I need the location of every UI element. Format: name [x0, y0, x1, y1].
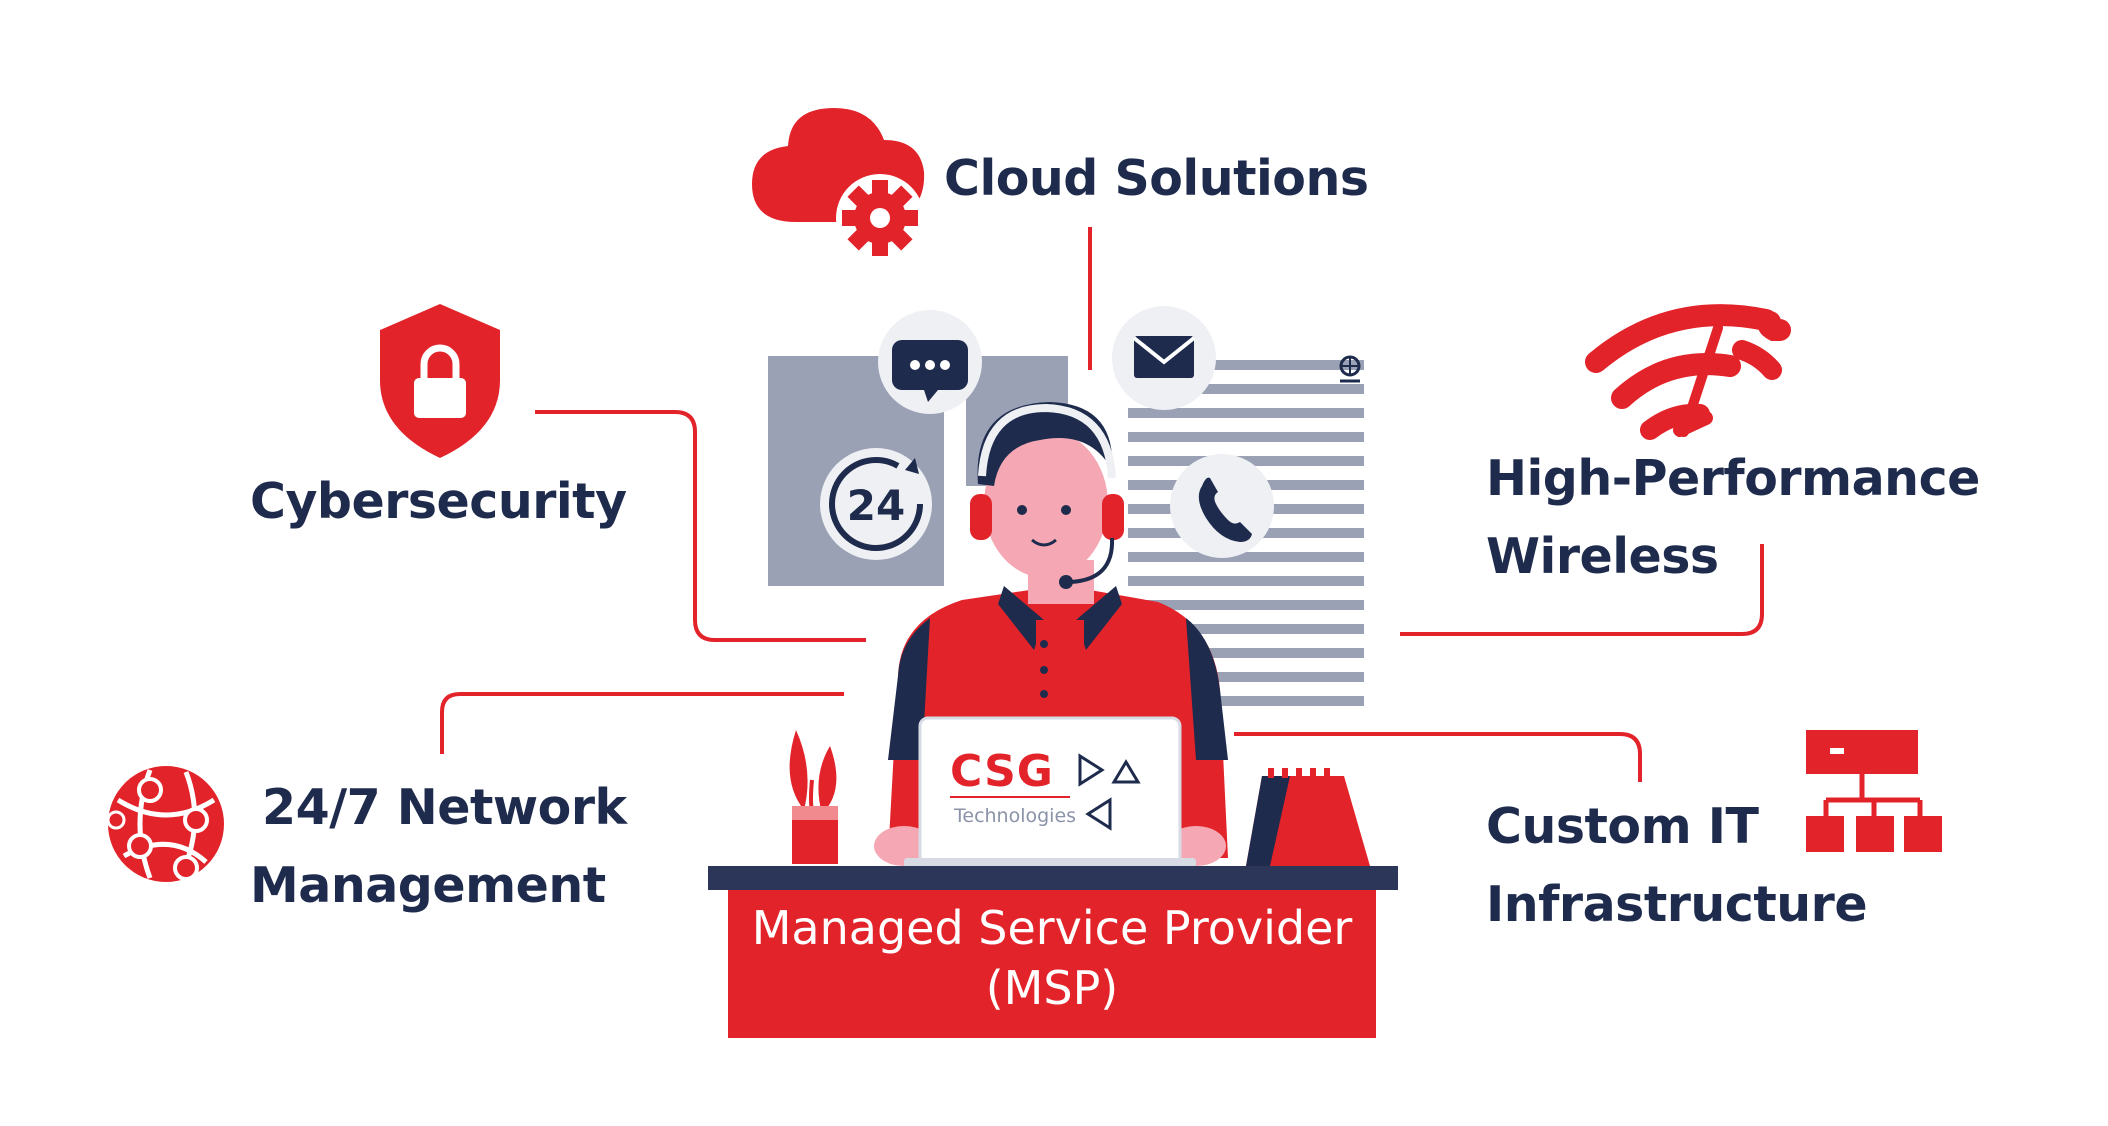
cloud-line1: Cloud Solutions	[944, 150, 1369, 207]
label-cybersecurity: Cybersecurity	[250, 463, 627, 541]
wireless-line1: High-Performance	[1486, 450, 1980, 507]
label-network-management: 24/7 Network Management	[250, 769, 627, 925]
label-high-performance-wireless: High-Performance Wireless	[1486, 440, 1980, 596]
wifi-speed-icon	[1585, 304, 1791, 440]
connector-cyber	[535, 410, 866, 642]
wireless-line2: Wireless	[1486, 528, 1719, 585]
desk-front	[728, 890, 1376, 1038]
network-line1: 24/7 Network	[262, 779, 627, 836]
globe-network-icon	[106, 766, 224, 882]
shield-lock-icon	[380, 304, 500, 458]
connector-wireless	[1400, 544, 1764, 636]
mail-icon	[1112, 306, 1216, 410]
label-cloud-solutions: Cloud Solutions	[944, 140, 1369, 218]
phone-icon	[1170, 454, 1274, 558]
network-line2: Management	[250, 857, 606, 914]
globe-small-icon	[1339, 355, 1361, 383]
cyber-line1: Cybersecurity	[250, 473, 627, 530]
connector-infra	[1234, 732, 1642, 782]
infra-line1: Custom IT	[1486, 798, 1759, 855]
clock-24-icon: 24	[820, 448, 932, 560]
connector-network	[440, 692, 844, 754]
chat-bubble-icon	[878, 310, 982, 414]
connector-lines	[440, 227, 1764, 782]
laptop-logo-subtext: Technologies	[954, 805, 1077, 827]
msp-label: Managed Service Provider (MSP)	[728, 898, 1376, 1018]
org-hierarchy-icon	[1806, 730, 1942, 852]
msp-line1: Managed Service Provider	[751, 901, 1353, 955]
infra-line2: Infrastructure	[1486, 876, 1868, 933]
laptop	[904, 716, 1196, 868]
cloud-gear-icon	[752, 108, 925, 262]
laptop-logo-text: CSG	[950, 746, 1054, 797]
clock-24-text: 24	[847, 481, 905, 530]
plant-decoration	[789, 730, 838, 864]
msp-line2: (MSP)	[985, 961, 1119, 1015]
desk-calendar	[1246, 768, 1370, 866]
label-custom-it-infrastructure: Custom IT Infrastructure	[1486, 788, 1868, 944]
desk-top	[708, 866, 1398, 890]
